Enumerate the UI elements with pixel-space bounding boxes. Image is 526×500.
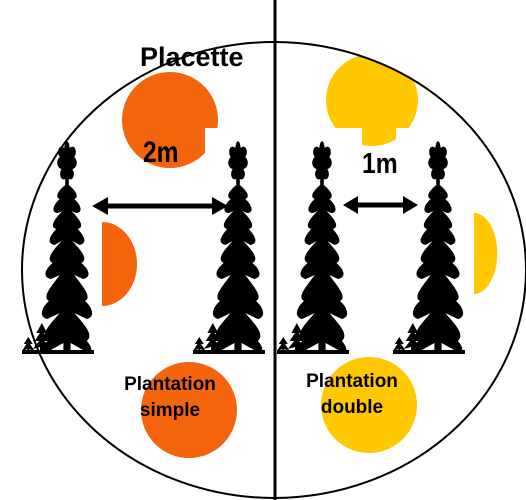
plot-disc-simple-side: [102, 222, 137, 306]
caption-simple: Plantation simple: [100, 372, 240, 424]
caption-double-line2: double: [282, 395, 422, 421]
plot-disc-double-side: [474, 213, 497, 294]
caption-simple-line2: simple: [100, 398, 240, 424]
double-arrow-icon: [343, 196, 418, 214]
caption-double: Plantation double: [282, 369, 422, 421]
caption-simple-line1: Plantation: [100, 372, 240, 398]
caption-double-line1: Plantation: [282, 369, 422, 395]
plot-title: Placette: [140, 42, 244, 73]
distance-label-double: 1m: [362, 148, 398, 181]
distance-label-simple: 2m: [143, 136, 179, 170]
